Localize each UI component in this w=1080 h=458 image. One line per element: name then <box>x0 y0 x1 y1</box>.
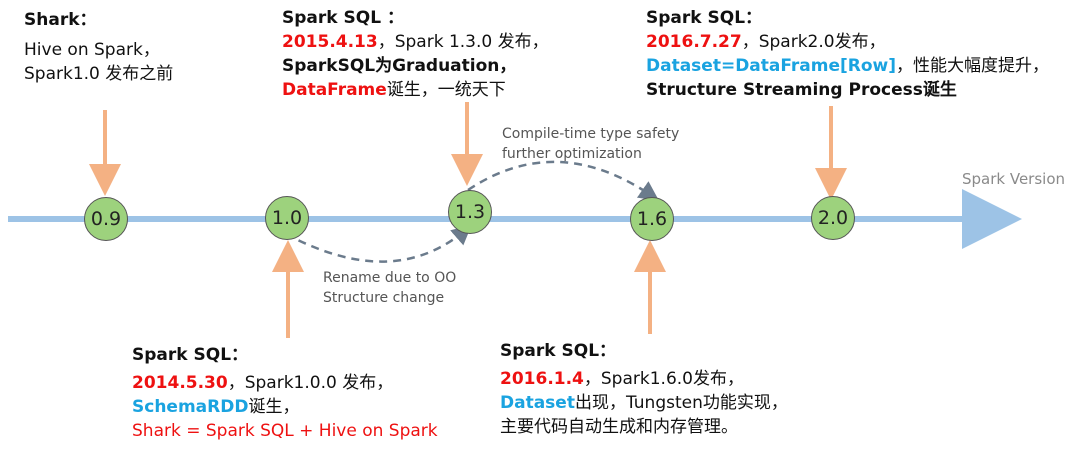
event-spark-2.0: Spark SQL： 2016.7.27，Spark2.0发布， Dataset… <box>646 6 1049 102</box>
event-line: 主要代码自动生成和内存管理。 <box>500 417 738 437</box>
note-line: further optimization <box>502 146 642 162</box>
note-line: Compile-time type safety <box>502 126 680 142</box>
highlight-term: DataFrame <box>282 80 387 100</box>
note-compile: Compile-time type safety further optimiz… <box>502 124 679 164</box>
event-text: ，Spark1.6.0发布， <box>583 369 744 389</box>
version-node-1.3: 1.3 <box>448 190 492 234</box>
release-date: 2015.4.13 <box>282 32 378 52</box>
event-line: SchemaRDD诞生， <box>132 395 438 419</box>
event-line: Spark1.0 发布之前 <box>24 64 174 84</box>
event-spark-1.0: Spark SQL： 2014.5.30，Spark1.0.0 发布， Sche… <box>132 343 438 443</box>
highlight-term: Dataset=DataFrame[Row] <box>646 56 897 76</box>
event-line: Hive on Spark， <box>24 40 160 60</box>
event-line: Shark = Spark SQL + Hive on Spark <box>132 421 438 441</box>
event-text: 诞生， <box>248 397 300 417</box>
event-text: ，Spark2.0发布， <box>741 32 886 52</box>
version-node-2.0: 2.0 <box>811 196 855 240</box>
event-spark-1.6: Spark SQL： 2016.1.4，Spark1.6.0发布， Datase… <box>500 339 788 439</box>
event-title: Spark SQL： <box>132 345 249 365</box>
event-line: SparkSQL为Graduation， <box>282 56 517 76</box>
event-line: Dataset出现，Tungsten功能实现， <box>500 391 788 415</box>
event-line: 2015.4.13，Spark 1.3.0 发布， <box>282 30 549 54</box>
release-date: 2016.7.27 <box>646 32 742 52</box>
curve-1.0-to-1.3 <box>285 224 472 263</box>
release-date: 2014.5.30 <box>132 373 228 393</box>
event-title: Spark SQL ： <box>282 8 404 28</box>
event-line: Structure Streaming Process诞生 <box>646 80 957 100</box>
release-date: 2016.1.4 <box>500 369 584 389</box>
note-line: Structure change <box>323 290 445 306</box>
note-line: Rename due to OO <box>323 270 457 286</box>
event-line: 2016.7.27，Spark2.0发布， <box>646 30 1049 54</box>
version-node-1.0: 1.0 <box>265 196 309 240</box>
event-text: ，Spark1.0.0 发布， <box>227 373 394 393</box>
highlight-term: SchemaRDD <box>132 397 249 417</box>
event-spark-1.3: Spark SQL ： 2015.4.13，Spark 1.3.0 发布， Sp… <box>282 6 549 102</box>
event-shark: Shark： Hive on Spark， Spark1.0 发布之前 <box>24 8 173 86</box>
note-rename: Rename due to OO Structure change <box>323 268 456 308</box>
event-line: Dataset=DataFrame[Row]，性能大幅度提升， <box>646 54 1049 78</box>
event-title: Spark SQL： <box>646 8 763 28</box>
axis-label: Spark Version <box>962 170 1066 188</box>
event-text: 诞生，一统天下 <box>386 80 506 100</box>
event-text: 出现，Tungsten功能实现， <box>574 393 788 413</box>
event-title: Spark SQL： <box>500 341 617 361</box>
highlight-term: Dataset <box>500 393 575 413</box>
event-text: ，性能大幅度提升， <box>896 56 1050 76</box>
version-node-0.9: 0.9 <box>84 197 128 241</box>
event-title: Shark： <box>24 10 97 30</box>
event-text: ，Spark 1.3.0 发布， <box>377 32 549 52</box>
event-line: DataFrame诞生，一统天下 <box>282 78 549 102</box>
event-line: 2014.5.30，Spark1.0.0 发布， <box>132 371 438 395</box>
version-node-1.6: 1.6 <box>630 197 674 241</box>
event-line: 2016.1.4，Spark1.6.0发布， <box>500 367 788 391</box>
curve-1.3-to-1.6 <box>467 160 660 201</box>
